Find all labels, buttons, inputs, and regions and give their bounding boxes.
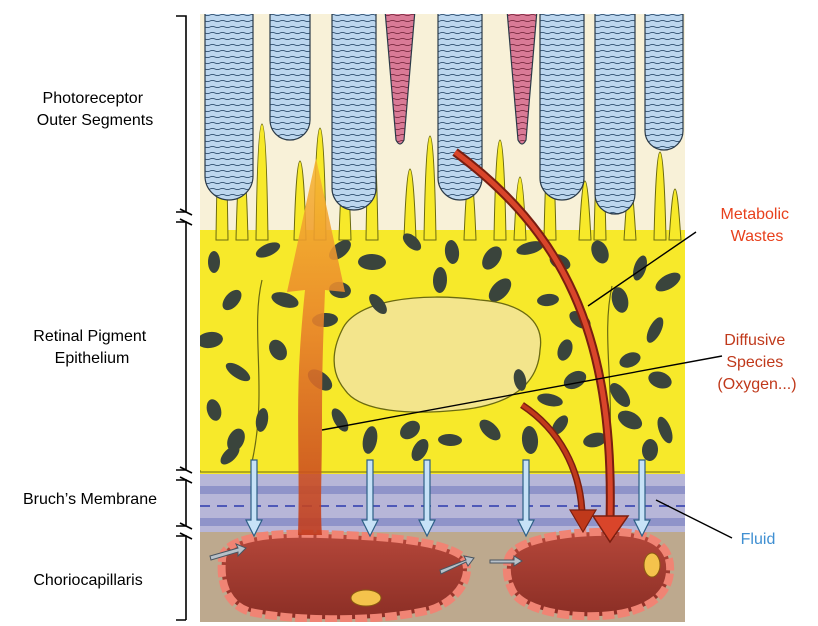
label-bruchs-membrane: Bruch’s Membrane: [23, 491, 157, 508]
rod-outer-segment: [270, 10, 310, 140]
red-blood-cell-left: [351, 590, 381, 606]
label-choriocapillaris: Choriocapillaris: [33, 572, 142, 589]
rod-outer-segment: [540, 10, 584, 200]
rod-outer-segment: [205, 10, 253, 200]
label-rpe: Retinal Pigment Epithelium: [33, 328, 150, 367]
rod-outer-segment: [332, 10, 376, 210]
layer-brackets: [176, 16, 192, 620]
label-diffusive-species: Diffusive Species (Oxygen...): [717, 332, 796, 393]
label-fluid: Fluid: [741, 531, 776, 548]
red-blood-cell-right: [644, 553, 660, 577]
capillary-left: [222, 534, 467, 620]
label-metabolic-wastes: Metabolic Wastes: [721, 206, 794, 245]
rod-outer-segment: [595, 10, 635, 214]
rod-outer-segment: [645, 10, 683, 150]
label-photoreceptor: Photoreceptor Outer Segments: [37, 90, 154, 129]
capillary-right: [507, 532, 670, 616]
melanin-granule: [208, 251, 220, 273]
